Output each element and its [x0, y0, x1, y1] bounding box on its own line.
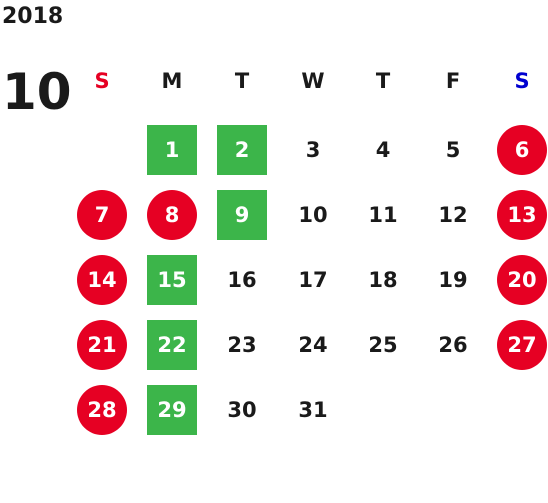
weekday-header: M	[161, 69, 183, 93]
calendar-day-27: 27	[497, 320, 547, 370]
calendar-day-31: 31	[298, 398, 328, 422]
calendar-day-21: 21	[77, 320, 127, 370]
weekday-header: T	[375, 69, 391, 93]
calendar-month: 10	[2, 63, 72, 121]
calendar-day-8: 8	[147, 190, 197, 240]
calendar-day-4: 4	[375, 138, 391, 162]
calendar-day-6: 6	[497, 125, 547, 175]
calendar-day-7: 7	[77, 190, 127, 240]
calendar-day-29: 29	[147, 385, 197, 435]
weekday-header: W	[301, 69, 325, 93]
weekday-header: F	[445, 69, 461, 93]
calendar-day-20: 20	[497, 255, 547, 305]
calendar-day-16: 16	[227, 268, 257, 292]
calendar-day-18: 18	[368, 268, 398, 292]
calendar-day-12: 12	[438, 203, 468, 227]
calendar-day-14: 14	[77, 255, 127, 305]
calendar-day-2: 2	[217, 125, 267, 175]
weekday-header: T	[234, 69, 250, 93]
calendar-year: 2018	[2, 4, 64, 29]
calendar-day-10: 10	[298, 203, 328, 227]
calendar-day-3: 3	[305, 138, 321, 162]
calendar-day-22: 22	[147, 320, 197, 370]
calendar-day-23: 23	[227, 333, 257, 357]
calendar-day-19: 19	[438, 268, 468, 292]
calendar-day-30: 30	[227, 398, 257, 422]
weekday-header: S	[514, 69, 530, 93]
calendar-day-28: 28	[77, 385, 127, 435]
calendar-day-13: 13	[497, 190, 547, 240]
calendar-day-17: 17	[298, 268, 328, 292]
calendar-day-9: 9	[217, 190, 267, 240]
calendar-day-15: 15	[147, 255, 197, 305]
calendar-day-11: 11	[368, 203, 398, 227]
calendar-day-5: 5	[445, 138, 461, 162]
calendar-day-25: 25	[368, 333, 398, 357]
calendar-day-24: 24	[298, 333, 328, 357]
weekday-header: S	[94, 69, 110, 93]
calendar-day-26: 26	[438, 333, 468, 357]
calendar-day-1: 1	[147, 125, 197, 175]
